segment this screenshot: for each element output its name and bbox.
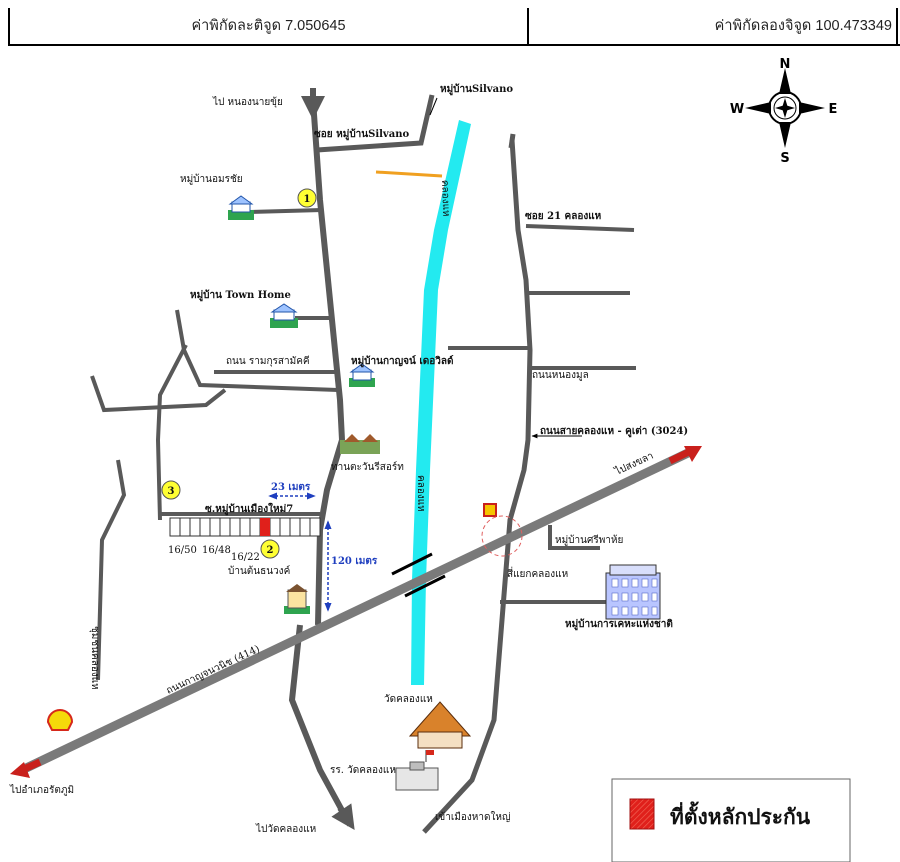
soi-muang-mai-label: ซ.หมู่บ้านเมืองใหม่7	[205, 502, 293, 516]
intersection-highlight	[481, 515, 523, 557]
house-icon	[228, 195, 254, 220]
resort-icon	[340, 434, 380, 454]
to-rattaphum-label: ไปอำเภอรัตภูมิ	[9, 784, 74, 796]
to-wat-label: ไปวัดคลองแห	[255, 823, 316, 835]
svg-text:2: 2	[267, 545, 274, 556]
house-icon	[284, 584, 310, 614]
row-houses	[169, 517, 321, 537]
kanchanavanit-road-label: ถนนกาญจนวนิช (414)	[165, 644, 262, 697]
canal-lower-label: คลองแห	[415, 475, 426, 512]
nong-mun-road-label: ถนนหนองมูล	[532, 370, 589, 381]
canal-upper-label: คลองแห	[439, 180, 451, 217]
compass-s: S	[780, 151, 789, 166]
ban-ton-label: บ้านต้นธนวงค์	[228, 565, 290, 577]
silvano-pointer	[429, 97, 438, 116]
distance-120-label: 120 เมตร	[331, 556, 378, 567]
school-label: รร. วัดคลองแห	[330, 765, 396, 776]
svg-text:1: 1	[304, 194, 311, 205]
saikhlong-road-label: ถนนสายคลองแห - คูเต่า (3024)	[540, 425, 688, 438]
village-kanjana-label: หมู่บ้านกาญจน์ เดอวิลด์	[351, 355, 454, 368]
legend-label: ที่ตั้งหลักประกัน	[670, 801, 811, 829]
road-network	[10, 88, 702, 834]
house-1648-label: 16/48	[202, 545, 231, 556]
house-1622-label: 16/22	[231, 552, 260, 563]
compass-w: W	[730, 102, 744, 117]
soi21-label: ซอย 21 คลองแห	[525, 211, 602, 222]
to-nong-nai-khai-label: ไป หนองนายขุ้ย	[212, 96, 283, 108]
silvano-access-road	[375, 170, 443, 178]
longitude-value: ค่าพิกัดลองจิจูด 100.473349	[527, 8, 898, 44]
khlong-hae-canal	[411, 120, 471, 685]
marker-1: 1	[297, 188, 317, 208]
soi-silvano-label: ซอย หมู่บ้านSilvano	[314, 128, 409, 141]
marker-3: 3	[161, 480, 181, 500]
compass-e: E	[829, 102, 838, 117]
bridge-icon	[391, 552, 446, 598]
fuel-station-icon	[483, 503, 497, 517]
national-housing-label: หมู่บ้านการเคหะแห่งชาติ	[565, 618, 673, 631]
to-hatyai-label: เข้าเมืองหาดใหญ่	[435, 811, 510, 823]
tawan-resort-label: ทานตะวันรีสอร์ท	[331, 461, 404, 473]
village-silvano-label: หมู่บ้านSilvano	[440, 83, 513, 96]
village-sripha-label: หมู่บ้านศรีพาห้ย	[555, 534, 623, 546]
shell-station-icon	[46, 709, 74, 731]
house-icon	[349, 363, 375, 387]
legend-box: ที่ตั้งหลักประกัน	[611, 778, 851, 862]
village-amornchai-label: หมู่บ้านอมรชัย	[180, 173, 243, 185]
village-townhome-label: หมู่บ้าน Town Home	[190, 289, 291, 302]
house-1650-label: 16/50	[168, 545, 197, 556]
khlong-hae-community-label: ชุมชนคลองแห	[89, 626, 100, 690]
svg-text:3: 3	[168, 486, 175, 497]
north-arrow-compass-icon	[745, 68, 825, 148]
collateral-plot	[260, 518, 270, 536]
distance-23-label: 23 เมตร	[271, 482, 311, 493]
temple-icon	[408, 701, 472, 749]
apartment-building-icon	[605, 564, 661, 620]
coordinates-header: ค่าพิกัดละติจูด 7.050645 ค่าพิกัดลองจิจู…	[8, 8, 900, 46]
collateral-legend-icon	[629, 798, 655, 830]
school-icon	[395, 750, 439, 791]
marker-2: 2	[260, 539, 280, 559]
latitude-value: ค่าพิกัดละติจูด 7.050645	[8, 8, 529, 44]
wat-khlong-hae-label: วัดคลองแห	[384, 694, 433, 705]
intersection-label: สี่แยกคลองแห	[507, 566, 568, 580]
compass-n: N	[780, 57, 791, 72]
house-icon	[270, 303, 298, 328]
ramnarai-road-label: ถนน รามกุรสามัคคี	[226, 355, 310, 367]
